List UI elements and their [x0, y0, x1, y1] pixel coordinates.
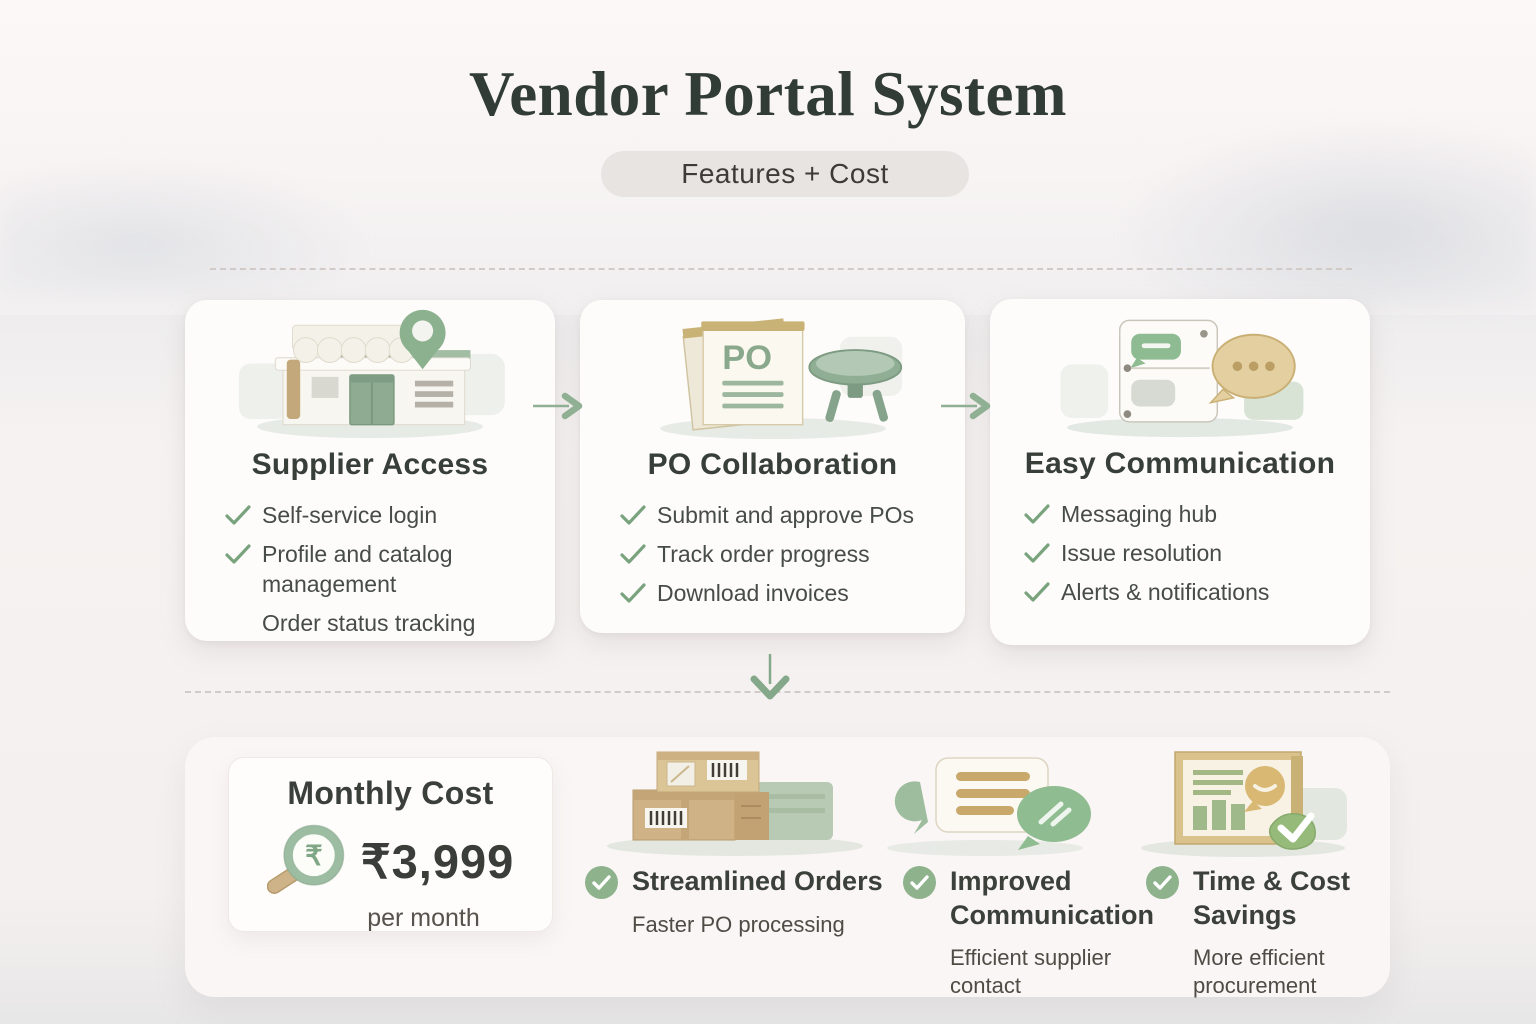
feature-checklist: Submit and approve POs Track order progr… [620, 500, 965, 608]
check-icon [1024, 504, 1050, 524]
rupee-symbol: ₹ [305, 840, 322, 871]
monthly-cost-card: Monthly Cost ₹ ₹3,999 per month [228, 757, 553, 932]
price-period: per month [367, 904, 480, 932]
check-circle-icon [903, 866, 936, 899]
feature-checklist: Self-service login Profile and catalog m… [225, 500, 555, 638]
checklist-item-label: Messaging hub [1061, 501, 1217, 527]
messaging-panel-icon [990, 307, 1370, 439]
check-icon [620, 583, 646, 603]
check-icon [620, 544, 646, 564]
checklist-item-label: Download invoices [657, 580, 849, 606]
checklist-item: Download invoices [620, 578, 965, 608]
checklist-item: Profile and catalog management [225, 539, 555, 599]
down-arrow-icon [750, 654, 790, 700]
checklist-item-label: Issue resolution [1061, 540, 1223, 566]
check-circle-icon [1146, 866, 1179, 899]
checklist-item: Order status tracking [225, 608, 555, 638]
feature-card-easy-communication: Easy Communication Messaging hub Issue r… [990, 299, 1370, 645]
checklist-item-label: Self-service login [262, 502, 438, 528]
checklist-item-label: Order status tracking [262, 610, 476, 636]
monthly-cost-title: Monthly Cost [287, 775, 494, 811]
chat-bubbles-icon [887, 757, 1091, 856]
checklist-item-label: Track order progress [657, 541, 870, 567]
page-title: Vendor Portal System [469, 59, 1067, 129]
checklist-item: Self-service login [225, 500, 555, 530]
benefit-title: Streamlined Orders [632, 866, 883, 896]
benefit-subtitle: Faster PO processing [632, 912, 845, 937]
checklist-item-label: Submit and approve POs [657, 502, 914, 528]
checklist-item: Messaging hub [1024, 499, 1370, 529]
watercolor-wash-left [0, 165, 460, 295]
benefit-subtitle: Efficient supplier contact [950, 945, 1112, 998]
storefront-icon [185, 308, 555, 440]
check-icon [620, 505, 646, 525]
checklist-item: Issue resolution [1024, 538, 1370, 568]
benefit-title: Improved Communication [950, 866, 1155, 930]
feature-checklist: Messaging hub Issue resolution Alerts & … [1024, 499, 1370, 607]
features-cost-badge: Features + Cost [601, 151, 969, 197]
feature-title: PO Collaboration [647, 448, 898, 481]
benefit-title: Time & Cost Savings [1193, 866, 1351, 930]
benefit-streamlined-orders: Streamlined Orders Faster PO processing [585, 864, 895, 939]
feature-title: Easy Communication [1024, 447, 1336, 480]
po-label: PO [722, 339, 772, 377]
feature-card-po-collaboration: PO PO Collaboration Submit and approve P… [580, 300, 965, 633]
checklist-item: Track order progress [620, 539, 965, 569]
right-arrow-icon [941, 392, 991, 420]
checklist-item: Submit and approve POs [620, 500, 965, 530]
benefit-time-cost-savings: Time & Cost Savings More efficient procu… [1146, 864, 1361, 1000]
packages-icon [607, 751, 863, 856]
benefit-subtitle: More efficient procurement [1193, 945, 1325, 998]
check-icon [225, 544, 251, 564]
check-circle-icon [585, 866, 618, 899]
checklist-item-label: Alerts & notifications [1061, 579, 1270, 605]
feature-card-supplier-access: Supplier Access Self-service login Profi… [185, 300, 555, 641]
checklist-item-label: Profile and catalog management [262, 541, 453, 597]
dashed-divider-bottom [185, 691, 1390, 693]
watercolor-wash-right [956, 125, 1536, 310]
benefit-improved-communication: Improved Communication Efficient supplie… [903, 864, 1154, 1000]
feature-title: Supplier Access [251, 448, 489, 481]
check-icon [225, 505, 251, 525]
po-document-table-icon: PO [580, 308, 965, 440]
checklist-item: Alerts & notifications [1024, 577, 1370, 607]
certificate-chart-icon [1141, 751, 1347, 857]
right-arrow-icon [533, 392, 583, 420]
monthly-price: ₹3,999 [360, 835, 515, 888]
dashed-divider-top [210, 268, 1352, 270]
check-icon [1024, 543, 1050, 563]
check-icon [1024, 582, 1050, 602]
rupee-magnifier-icon: ₹ [266, 824, 345, 894]
